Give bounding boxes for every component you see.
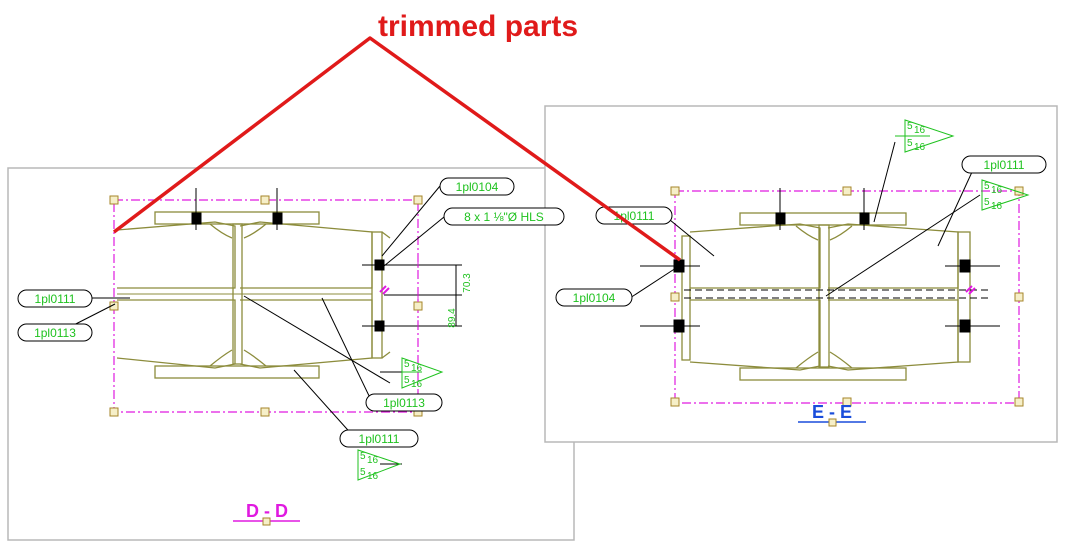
svg-text:16: 16 (914, 125, 926, 136)
svg-text:E - E: E - E (812, 402, 852, 422)
svg-text:1pl0113: 1pl0113 (383, 396, 425, 410)
svg-text:1pl0111: 1pl0111 (359, 432, 400, 446)
ee-weld-symbol-2[interactable]: 5 16 5 16 (981, 179, 1030, 212)
svg-text:16: 16 (991, 185, 1003, 196)
svg-text:5: 5 (404, 359, 410, 370)
view-dd: 70.3 89.4 1pl0104 8 x 1 ⅛"Ø HLS 1pl0111 (17, 177, 565, 526)
dd-dim-lower: 89.4 (447, 308, 458, 328)
ee-section-title[interactable]: E - E (798, 402, 866, 427)
dd-hole-marks (379, 285, 390, 295)
svg-text:16: 16 (914, 142, 926, 153)
svg-text:1pl0111: 1pl0111 (984, 158, 1025, 172)
dd-dimensions (384, 258, 462, 330)
dd-weld-symbol-1[interactable]: 5 16 5 16 (401, 357, 444, 390)
ee-leaders (629, 141, 981, 299)
svg-text:1pl0104: 1pl0104 (456, 180, 499, 194)
ee-grips (670, 186, 1024, 407)
svg-text:5: 5 (404, 375, 410, 386)
dd-bolts (191, 188, 412, 332)
annotation-trimmed-parts: trimmed parts (112, 10, 682, 262)
svg-text:16: 16 (367, 471, 379, 482)
svg-text:5: 5 (360, 467, 366, 478)
svg-text:1pl0113: 1pl0113 (34, 326, 76, 340)
svg-text:1pl0111: 1pl0111 (35, 292, 76, 306)
ee-bolts (640, 188, 1000, 333)
ee-label-pl0104[interactable]: 1pl0104 (555, 288, 633, 307)
svg-text:16: 16 (411, 363, 423, 374)
svg-text:8 x 1 ⅛"Ø HLS: 8 x 1 ⅛"Ø HLS (464, 210, 544, 224)
ee-hidden-lines (684, 289, 990, 299)
dd-section-title[interactable]: D - D (233, 501, 300, 526)
svg-text:5: 5 (984, 197, 990, 208)
svg-text:16: 16 (411, 379, 423, 390)
annotation-pointer-lines (112, 36, 682, 262)
svg-text:5: 5 (907, 138, 913, 149)
dd-label-pl0111-left[interactable]: 1pl0111 (17, 289, 93, 308)
svg-text:1pl0104: 1pl0104 (573, 291, 616, 305)
annotation-title: trimmed parts (378, 10, 578, 43)
dd-weld-symbol-2[interactable]: 5 16 5 16 (357, 449, 402, 482)
dd-section-outline (116, 211, 391, 379)
svg-text:5: 5 (984, 181, 990, 192)
dd-label-pl0111-bottom[interactable]: 1pl0111 (339, 429, 419, 448)
ee-label-pl0111-left[interactable]: 1pl0111 (595, 206, 673, 225)
view-ee: 1pl0111 1pl0111 1pl0104 5 16 5 16 5 16 5… (555, 119, 1047, 427)
dd-grips (109, 195, 423, 417)
ee-hole-marks (965, 285, 976, 295)
dd-label-pl0104[interactable]: 1pl0104 (439, 177, 515, 196)
ee-label-pl0111-right[interactable]: 1pl0111 (961, 155, 1047, 174)
ee-weld-symbol-1[interactable]: 5 16 5 16 (895, 119, 955, 153)
svg-text:D - D: D - D (246, 501, 288, 521)
svg-text:5: 5 (360, 451, 366, 462)
svg-text:16: 16 (991, 201, 1003, 212)
svg-text:16: 16 (367, 455, 379, 466)
dd-dim-upper: 70.3 (462, 273, 473, 293)
dd-leaders (59, 185, 445, 465)
dd-label-pl0113-left[interactable]: 1pl0113 (17, 323, 93, 342)
dd-label-pl0113-right[interactable]: 1pl0113 (365, 393, 443, 412)
svg-text:5: 5 (907, 121, 913, 132)
dd-label-hole[interactable]: 8 x 1 ⅛"Ø HLS (443, 207, 565, 226)
ee-section-outline (681, 212, 971, 381)
